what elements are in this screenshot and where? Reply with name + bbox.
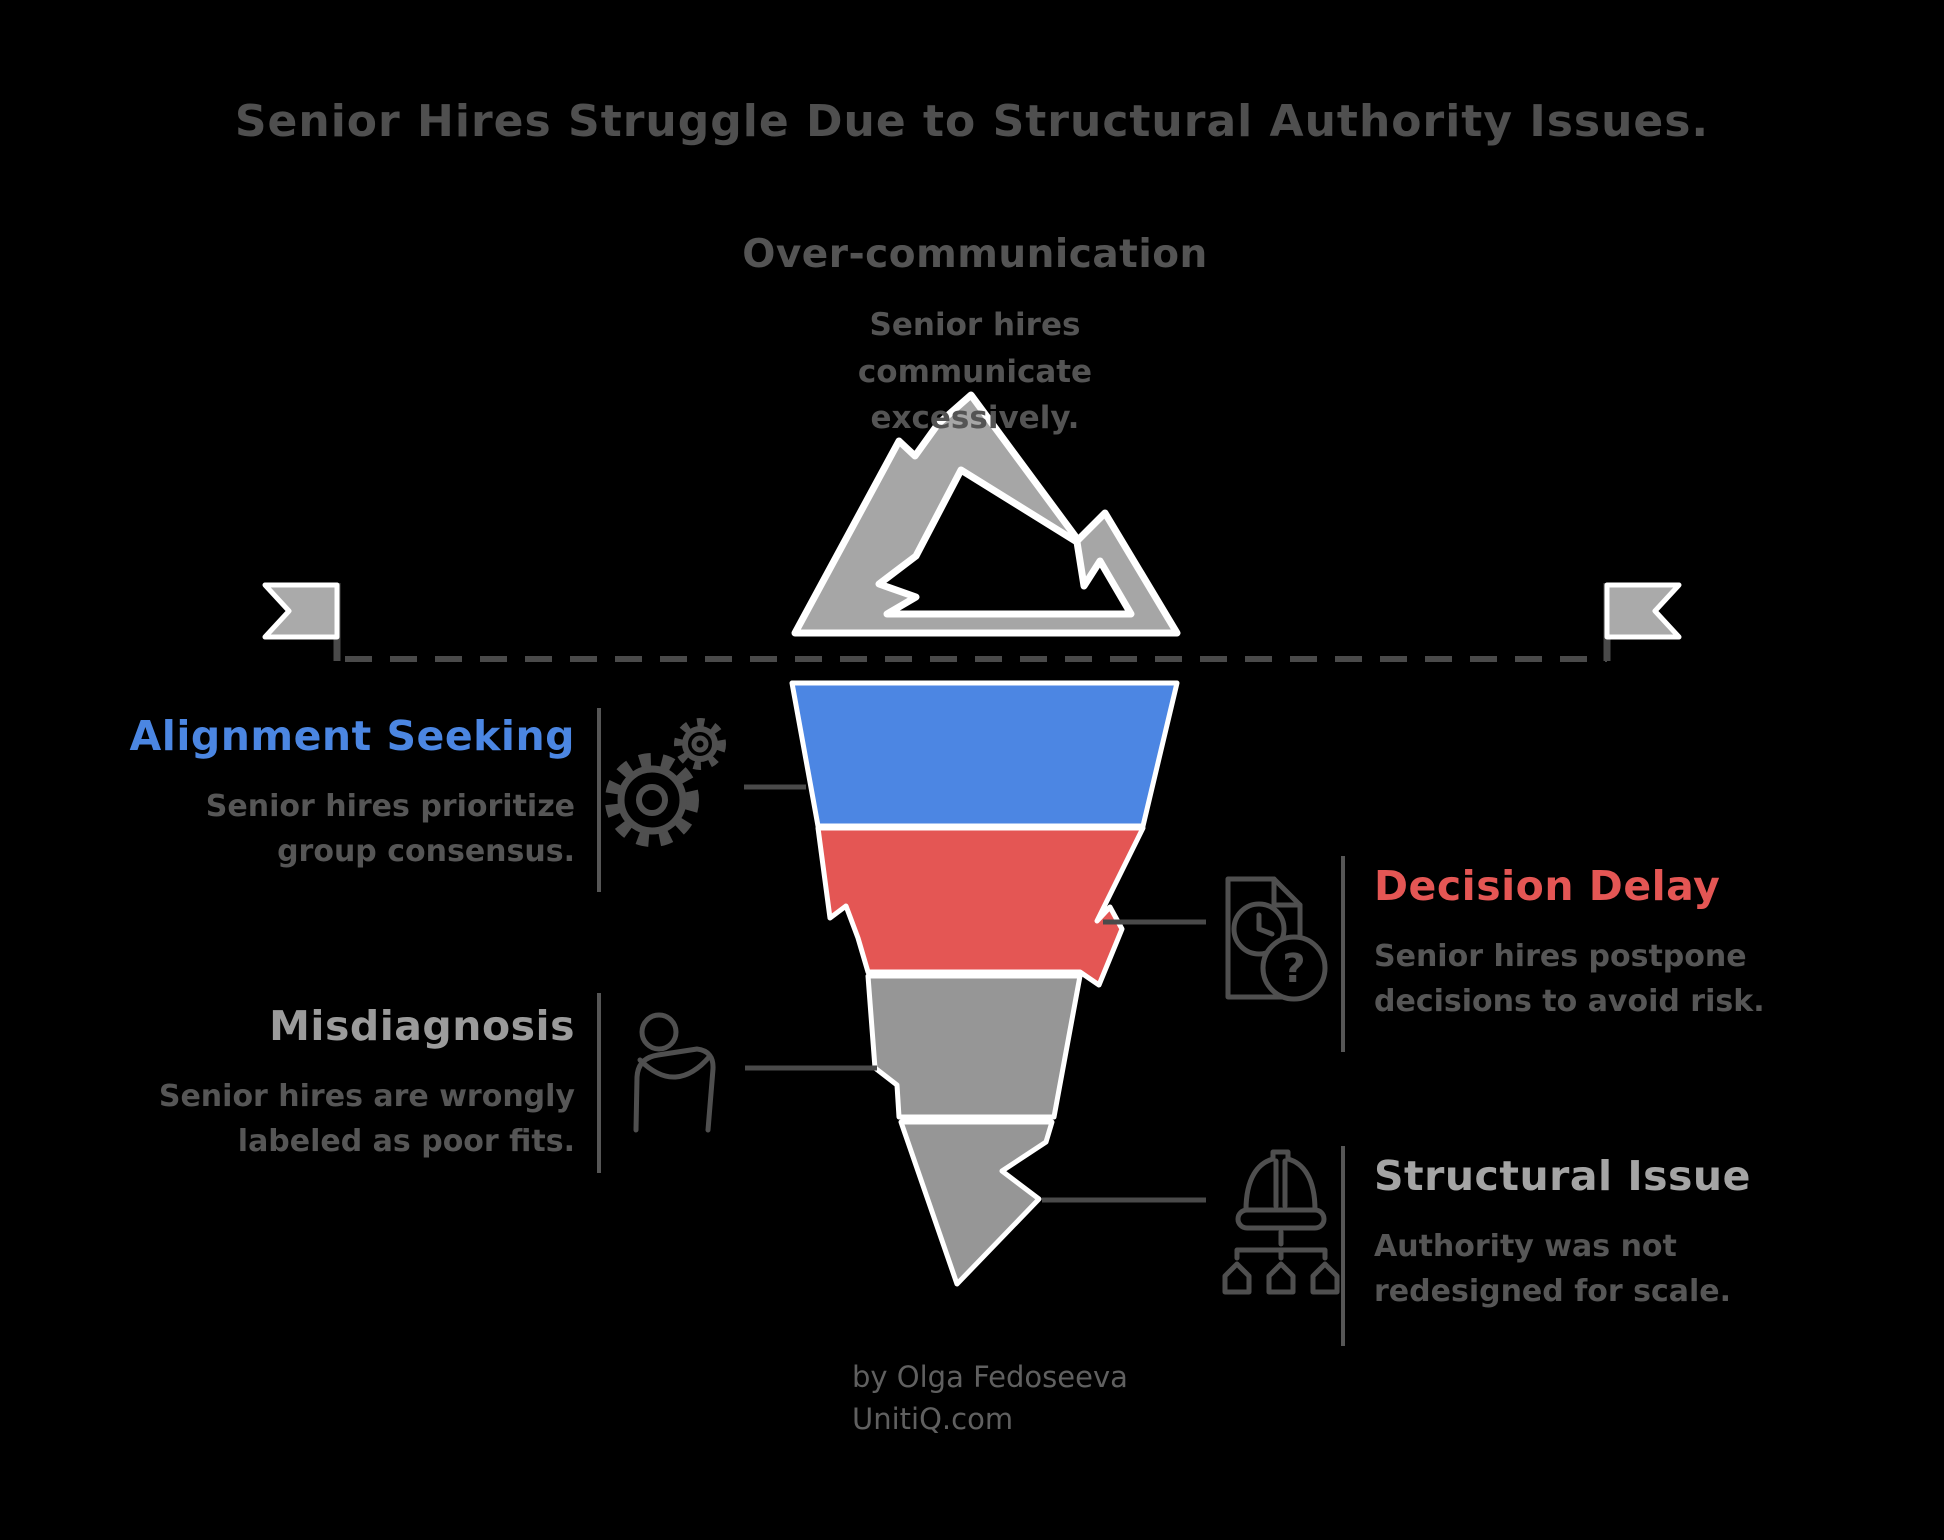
question-bubble — [1260, 934, 1328, 1002]
surface-description: Senior hires communicate excessively. — [857, 307, 1093, 436]
hard-hat-dome — [1243, 1149, 1318, 1213]
iceberg-section-alignment — [789, 680, 1180, 829]
divider-structural — [1341, 1146, 1345, 1346]
person-torso — [633, 1046, 716, 1133]
label-block-structural: Structural Issue Authority was not redes… — [1374, 1152, 1844, 1314]
hierarchy-node-right — [1310, 1261, 1340, 1295]
gear-body-large — [617, 765, 687, 835]
footer: by Olga Fedoseeva UnitiQ.com — [852, 1356, 1128, 1440]
question-mark-glyph: ? — [1282, 946, 1305, 992]
person-head — [639, 1012, 679, 1052]
page-title: Senior Hires Struggle Due to Structural … — [234, 96, 1710, 147]
gear-teeth-large — [605, 753, 699, 847]
document-fold — [1271, 876, 1303, 908]
gear-body-small — [682, 726, 718, 762]
divider-alignment — [597, 708, 601, 892]
iceberg-section-decision — [815, 825, 1146, 988]
person-collar — [637, 1053, 713, 1080]
clock-face — [1231, 901, 1287, 957]
gear-teeth-small — [674, 718, 726, 770]
label-block-misdiagnosis: Misdiagnosis Senior hires are wrongly la… — [145, 1002, 575, 1164]
hard-hat-ridge — [1273, 1158, 1288, 1209]
right-flag-icon — [1604, 582, 1682, 640]
gears-icon — [605, 718, 726, 847]
alignment-description: Senior hires prioritize group consensus. — [205, 789, 575, 869]
hierarchy-branches — [1234, 1247, 1328, 1261]
decision-description: Senior hires postpone decisions to avoid… — [1374, 939, 1765, 1019]
footer-website: UnitiQ.com — [852, 1402, 1014, 1437]
structural-description: Authority was not redesigned for scale. — [1374, 1229, 1732, 1309]
hard-hat-brim — [1235, 1207, 1327, 1231]
divider-misdiagnosis — [597, 993, 601, 1173]
hierarchy-node-center — [1266, 1261, 1296, 1295]
surface-heading: Over-communication — [742, 232, 1208, 277]
document-clock-question-icon: ? — [1225, 876, 1328, 1002]
structural-heading: Structural Issue — [1374, 1152, 1751, 1200]
alignment-heading: Alignment Seeking — [129, 712, 575, 760]
person-icon — [633, 1012, 716, 1133]
footer-byline: by Olga Fedoseeva — [852, 1360, 1128, 1394]
gear-hole-large — [636, 784, 668, 816]
hard-hat-hierarchy-icon — [1222, 1149, 1340, 1295]
iceberg-section-structural — [898, 1119, 1055, 1287]
hierarchy-node-left — [1222, 1261, 1252, 1295]
left-flag-icon — [262, 582, 340, 640]
label-block-alignment: Alignment Seeking Senior hires prioritiz… — [120, 712, 575, 874]
clock-hands — [1256, 912, 1275, 937]
decision-heading: Decision Delay — [1374, 862, 1721, 910]
mountain-inner-cutout — [875, 466, 1135, 618]
iceberg-section-misdiagnosis — [865, 973, 1083, 1120]
divider-decision — [1341, 856, 1345, 1052]
misdiagnosis-heading: Misdiagnosis — [269, 1002, 575, 1050]
label-block-decision: Decision Delay Senior hires postpone dec… — [1374, 862, 1884, 1024]
misdiagnosis-description: Senior hires are wrongly labeled as poor… — [158, 1079, 575, 1159]
gear-hole-small — [691, 735, 709, 753]
